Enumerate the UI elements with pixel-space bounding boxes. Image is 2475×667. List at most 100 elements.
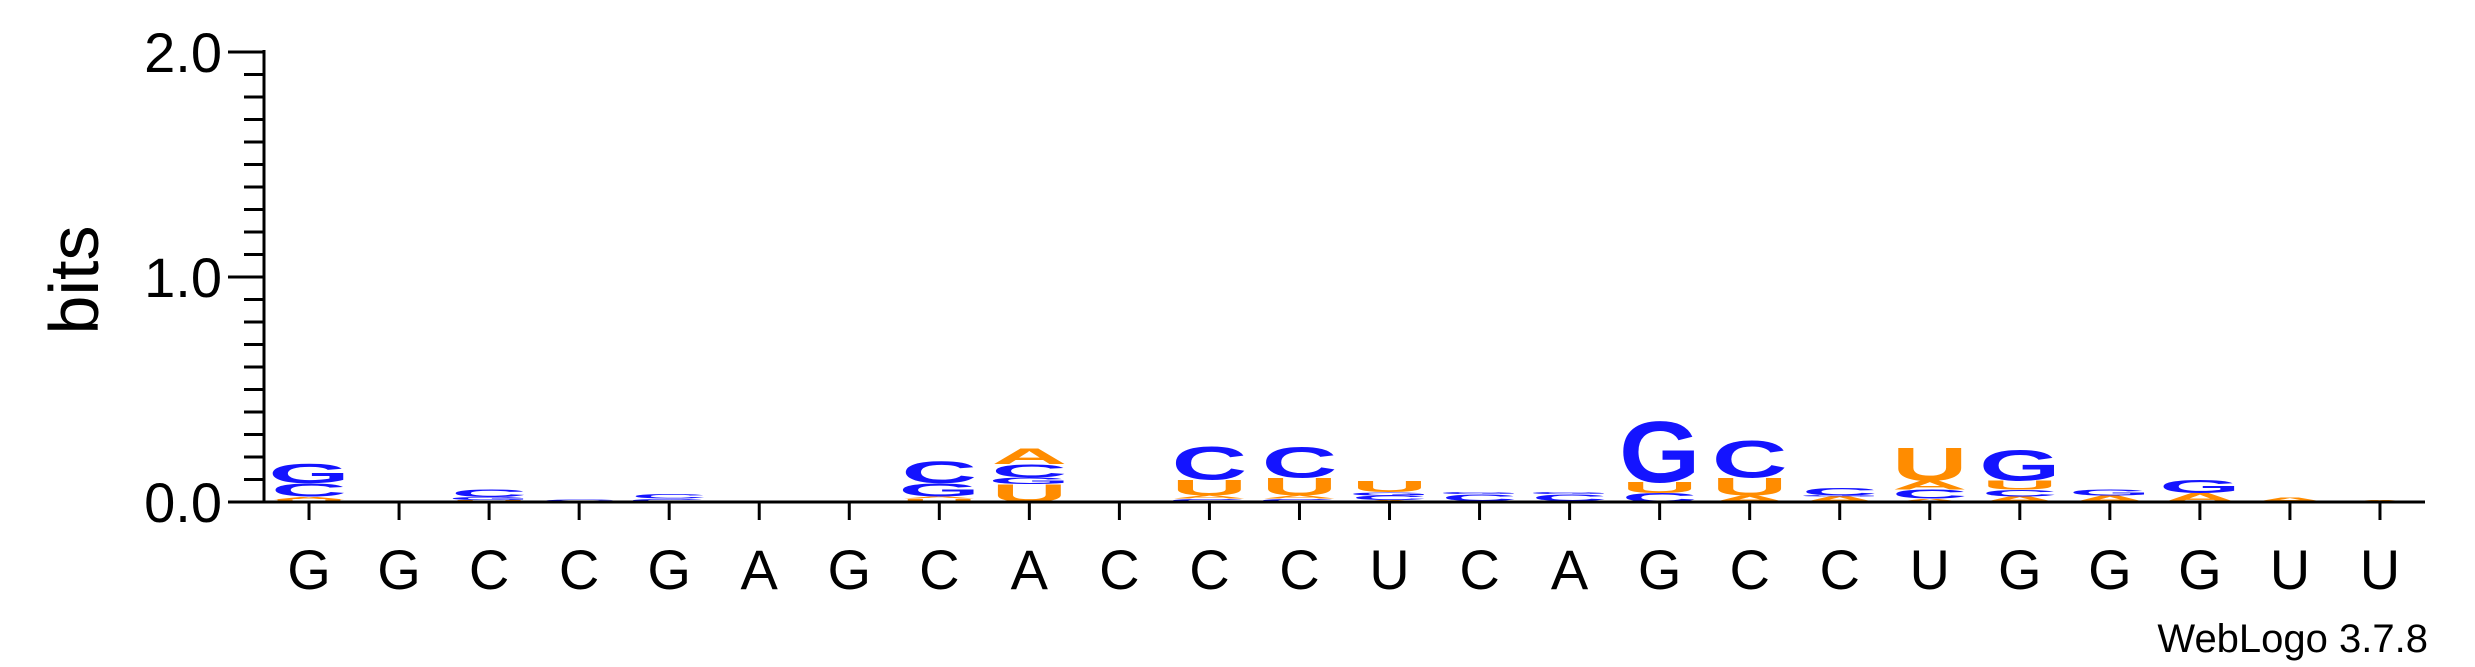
logo-letter-glyph: G <box>1799 495 1880 497</box>
logo-letter-glyph: C <box>1982 488 2058 498</box>
logo-letter-glyph: C <box>271 480 347 501</box>
position-label: C <box>919 538 959 601</box>
position-label: U <box>1910 538 1950 601</box>
logo-letter-glyph: G <box>1619 404 1700 501</box>
logo-letter-A: A <box>1712 494 1788 504</box>
logo-letter-A: A <box>2072 494 2148 504</box>
logo-letter-G: G <box>2069 488 2150 497</box>
logo-letter-glyph: U <box>902 498 978 503</box>
logo-letter-U: U <box>902 498 978 503</box>
position-label: C <box>1189 538 1229 601</box>
logo-letter-glyph: G <box>1169 498 1250 503</box>
y-axis-label: bits <box>35 226 113 335</box>
logo-letter-glyph: A <box>1892 478 1968 492</box>
logo-letter-glyph: G <box>1529 491 1610 495</box>
logo-letter-C: C <box>271 480 347 501</box>
logo-letter-A: A <box>1892 478 1968 492</box>
logo-letter-C: C <box>902 455 978 490</box>
logo-letter-U: U <box>1982 478 2058 492</box>
position-label: C <box>1099 538 1139 601</box>
logo-letter-C: C <box>1982 488 2058 498</box>
logo-letter-glyph: A <box>1712 494 1788 504</box>
logo-letter-glyph: C <box>1712 429 1788 489</box>
position-label: U <box>2270 538 2310 601</box>
logo-letter-C: C <box>1172 438 1248 490</box>
logo-letter-glyph: A <box>271 496 347 500</box>
logo-letter-glyph: C <box>631 493 707 500</box>
logo-letter-glyph: G <box>1979 441 2060 490</box>
logo-letter-glyph: G <box>2069 488 2150 497</box>
logo-letter-glyph: U <box>1712 473 1788 501</box>
logo-letter-G: G <box>628 498 709 503</box>
logo-letter-glyph: U <box>1172 476 1248 500</box>
logo-letter-G: G <box>448 496 529 501</box>
logo-letter-glyph: C <box>1442 492 1518 502</box>
position-label: A <box>1551 538 1589 601</box>
position-label: G <box>647 538 691 601</box>
logo-letter-glyph: G <box>1349 491 1430 496</box>
logo-letter-glyph: C <box>1262 437 1338 486</box>
logo-letter-C: C <box>451 487 527 499</box>
logo-letter-G: G <box>2159 476 2240 497</box>
logo-letter-G: G <box>1439 491 1520 495</box>
position-label: G <box>1638 538 1682 601</box>
y-tick-label: 2.0 <box>144 21 222 84</box>
logo-letter-C: C <box>1352 494 1428 501</box>
logo-letter-C: C <box>1442 492 1518 502</box>
y-tick-label: 1.0 <box>144 246 222 309</box>
logo-letter-glyph: G <box>1439 491 1520 495</box>
position-label: G <box>2088 538 2132 601</box>
logo-letter-G: G <box>1979 441 2060 490</box>
logo-letter-glyph: U <box>1262 473 1338 501</box>
logo-letter-C: C <box>1262 437 1338 486</box>
logo-letter-U: U <box>1622 479 1698 497</box>
logo-letter-G: G <box>1529 491 1610 495</box>
logo-letter-A: A <box>992 444 1068 468</box>
logo-letter-U: U <box>1262 473 1338 501</box>
position-label: U <box>1369 538 1409 601</box>
logo-letter-C: C <box>1532 492 1608 502</box>
weblogo-credit: WebLogo 3.7.8 <box>2157 617 2428 661</box>
position-label: C <box>1729 538 1769 601</box>
logo-letter-C: C <box>992 460 1068 481</box>
position-label: U <box>2360 538 2400 601</box>
logo-letter-glyph: U <box>1352 478 1428 496</box>
logo-letter-glyph: G <box>1259 498 1340 503</box>
logo-letter-U: U <box>1352 478 1428 496</box>
logo-letter-glyph: C <box>1802 485 1878 497</box>
logo-letter-glyph: C <box>1532 492 1608 502</box>
y-tick-label: 0.0 <box>144 471 222 534</box>
logo-letter-glyph: G <box>628 498 709 503</box>
logo-letter-A: A <box>1892 498 1968 503</box>
logo-letter-glyph: A <box>2072 494 2148 504</box>
logo-letter-glyph: A <box>1982 495 2058 504</box>
logo-letter-C: C <box>1712 429 1788 489</box>
logo-letter-glyph: G <box>989 476 1070 486</box>
logo-letter-G: G <box>1169 498 1250 503</box>
logo-letter-G: G <box>1619 404 1700 501</box>
logo-letter-C: C <box>1802 485 1878 497</box>
logo-letter-A: A <box>1982 495 2058 504</box>
logo-letter-glyph: C <box>1352 494 1428 501</box>
logo-letter-glyph: C <box>1172 438 1248 490</box>
position-label: G <box>1998 538 2042 601</box>
logo-letter-G: G <box>1349 491 1430 496</box>
logo-letter-G: G <box>1799 495 1880 497</box>
logo-letter-U: U <box>1712 473 1788 501</box>
logo-letter-glyph: A <box>1892 498 1968 503</box>
logo-letter-glyph: U <box>1622 479 1698 497</box>
position-label: G <box>287 538 331 601</box>
position-label: C <box>1279 538 1319 601</box>
logo-letter-glyph: A <box>1802 495 1878 504</box>
logo-letter-A: A <box>1172 494 1248 499</box>
position-label: C <box>1820 538 1860 601</box>
logo-letter-U: U <box>1172 476 1248 500</box>
position-label: G <box>2178 538 2222 601</box>
logo-letter-A: A <box>2252 496 2328 503</box>
logo-letter-C: C <box>631 493 707 500</box>
logo-letter-G: G <box>268 458 349 489</box>
logo-letter-glyph: C <box>451 487 527 499</box>
